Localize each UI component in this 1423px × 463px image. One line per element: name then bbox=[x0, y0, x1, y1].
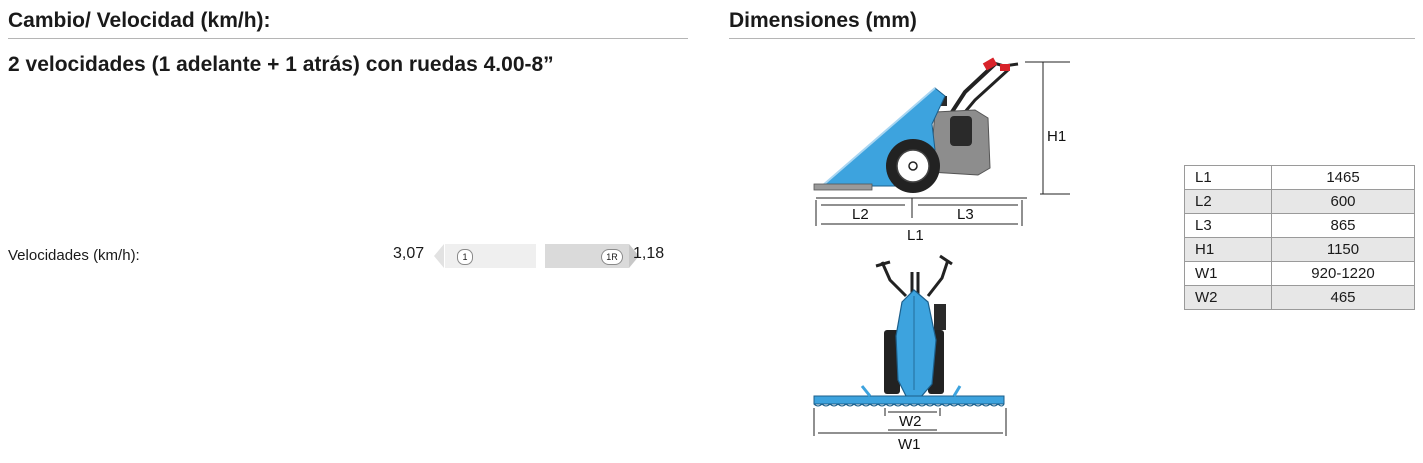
dimension-value: 1465 bbox=[1271, 165, 1415, 190]
dimension-key: L3 bbox=[1184, 213, 1272, 238]
l3-label: L3 bbox=[957, 206, 974, 223]
forward-arrow-icon bbox=[434, 244, 444, 268]
dimension-key: L1 bbox=[1184, 165, 1272, 190]
dimensions-table: L1 1465 L2 600 L3 865 H1 1150 W1 920-122… bbox=[1184, 165, 1415, 310]
speed-section-subtitle: 2 velocidades (1 adelante + 1 atrás) con… bbox=[8, 53, 554, 76]
speed-label: Velocidades (km/h): bbox=[8, 247, 140, 264]
dimension-value: 1150 bbox=[1271, 237, 1415, 262]
speed-section-title: Cambio/ Velocidad (km/h): bbox=[8, 0, 688, 39]
dimensions-title: Dimensiones (mm) bbox=[729, 0, 1415, 39]
speed-row: Velocidades (km/h): 3,07 1 1R 1,18 bbox=[8, 244, 688, 268]
w1-label: W1 bbox=[898, 436, 921, 453]
table-row: W1 920-1220 bbox=[1184, 261, 1415, 286]
dimension-value: 465 bbox=[1271, 285, 1415, 310]
reverse-speed-value: 1,18 bbox=[633, 245, 665, 262]
l1-label: L1 bbox=[907, 227, 924, 244]
w2-label: W2 bbox=[899, 413, 922, 430]
dimension-value: 600 bbox=[1271, 189, 1415, 214]
table-row: L2 600 bbox=[1184, 189, 1415, 214]
dimension-key: L2 bbox=[1184, 189, 1272, 214]
speed-section: Cambio/ Velocidad (km/h): 2 velocidades … bbox=[8, 0, 688, 77]
front-view-machine-icon bbox=[813, 254, 1005, 407]
table-row: W2 465 bbox=[1184, 285, 1415, 310]
table-row: L1 1465 bbox=[1184, 165, 1415, 190]
table-row: H1 1150 bbox=[1184, 237, 1415, 262]
reverse-arrow-icon bbox=[629, 244, 639, 268]
side-view-machine-icon bbox=[813, 57, 1019, 193]
table-row: L3 865 bbox=[1184, 213, 1415, 238]
dimension-key: H1 bbox=[1184, 237, 1272, 262]
forward-gear-badge: 1 bbox=[457, 249, 473, 265]
h1-label: H1 bbox=[1047, 128, 1066, 145]
dimension-key: W1 bbox=[1184, 261, 1272, 286]
l2-label: L2 bbox=[852, 206, 869, 223]
forward-speed-value: 3,07 bbox=[393, 245, 425, 262]
dimension-key: W2 bbox=[1184, 285, 1272, 310]
dimension-value: 920-1220 bbox=[1271, 261, 1415, 286]
reverse-gear-badge: 1R bbox=[601, 249, 623, 265]
dimensions-section: Dimensiones (mm) bbox=[729, 0, 1415, 39]
dimension-value: 865 bbox=[1271, 213, 1415, 238]
